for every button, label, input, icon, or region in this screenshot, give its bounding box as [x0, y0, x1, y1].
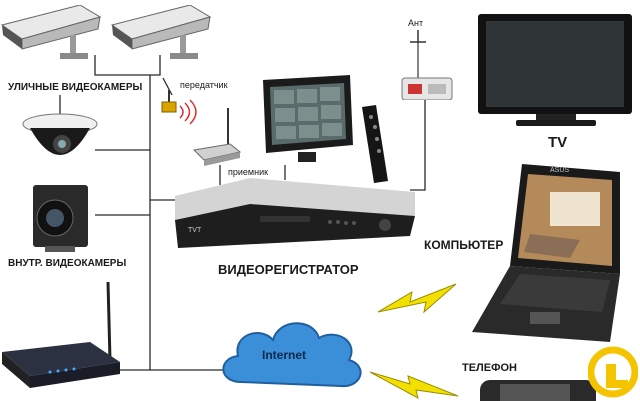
dvr-brand: TVT	[188, 227, 202, 234]
antenna-label: Ант	[408, 18, 424, 28]
wire-cam1	[94, 55, 150, 76]
dome-camera-icon	[22, 113, 98, 155]
computer-label: КОМПЬЮТЕР	[424, 238, 504, 252]
wire-cam2	[150, 55, 161, 76]
dvr-icon: TVT	[175, 178, 415, 248]
remote-icon	[362, 105, 388, 183]
indoor-cameras-label: ВНУТР. ВИДЕОКАМЕРЫ	[8, 258, 127, 269]
outdoor-camera-icon	[110, 5, 212, 59]
cloud-icon	[222, 322, 362, 388]
outdoor-camera-icon	[0, 5, 102, 59]
wire-transmitter	[162, 77, 173, 96]
router-icon	[2, 282, 120, 388]
wire-tv	[410, 95, 426, 191]
transmitter-label: передатчик	[180, 80, 228, 90]
laptop-brand: ASUS	[550, 167, 569, 174]
box-camera-icon	[33, 185, 88, 252]
tv-icon	[478, 14, 632, 126]
laptop-icon: ASUS	[472, 164, 620, 342]
monitor-icon	[263, 75, 353, 162]
receiver-label: приемник	[228, 167, 269, 177]
tv-label: TV	[548, 134, 568, 151]
phone-icon	[480, 380, 596, 401]
logo-icon	[588, 346, 638, 398]
phone-label: ТЕЛЕФОН	[462, 362, 517, 374]
lightning-icon	[378, 283, 457, 314]
lightning-icon	[370, 371, 459, 399]
antenna-splitter-icon	[401, 30, 453, 100]
dvr-label: ВИДЕОРЕГИСТРАТОР	[218, 262, 359, 277]
outdoor-cameras-label: УЛИЧНЫЕ ВИДЕОКАМЕРЫ	[8, 82, 143, 93]
internet-label: Internet	[262, 348, 307, 362]
transmitter-icon	[161, 90, 197, 125]
receiver-icon	[192, 108, 242, 166]
